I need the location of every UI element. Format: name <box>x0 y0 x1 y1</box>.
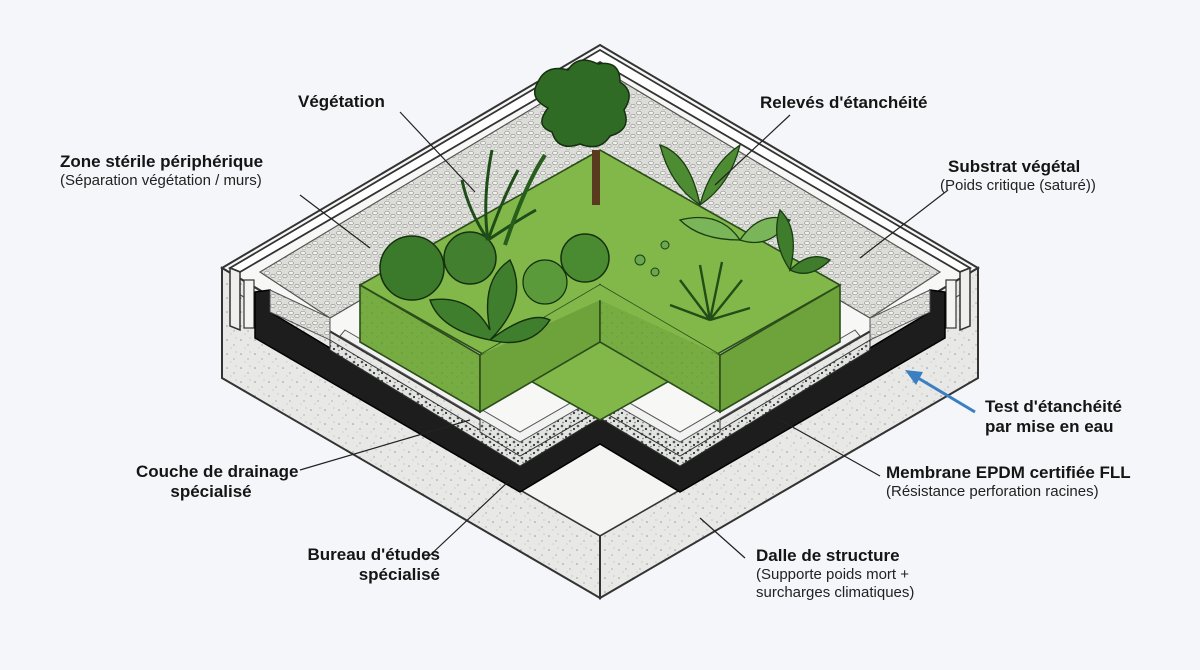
label-releves: Relevés d'étanchéité <box>760 93 928 113</box>
label-zone-sterile-subtitle: (Séparation végétation / murs) <box>60 172 262 190</box>
label-drainage-line2: spécialisé <box>170 482 252 502</box>
substrate-block <box>358 149 842 421</box>
label-drainage: Couche de drainage spécialisé <box>136 462 299 502</box>
label-membrane-title: Membrane EPDM certifiée FLL <box>886 463 1131 482</box>
leader-lines <box>299 111 949 561</box>
label-substrat: Substrat végétal (Poids critique (saturé… <box>940 157 1096 195</box>
label-vegetation-title: Végétation <box>298 92 385 111</box>
label-test-line1: Test d'étanchéité <box>985 397 1122 416</box>
label-bureau-line1: Bureau d'études <box>307 545 440 564</box>
label-substrat-subtitle: (Poids critique (saturé)) <box>940 177 1096 195</box>
label-dalle-subtitle1: (Supporte poids mort + <box>756 566 909 584</box>
label-dalle-subtitle2: surcharges climatiques) <box>756 583 915 601</box>
label-membrane: Membrane EPDM certifiée FLL (Résistance … <box>886 463 1131 501</box>
label-zone-sterile: Zone stérile périphérique (Séparation vé… <box>60 152 263 190</box>
label-test-line2: par mise en eau <box>985 417 1114 437</box>
label-zone-sterile-title: Zone stérile périphérique <box>60 152 264 171</box>
label-test: Test d'étanchéité par mise en eau <box>985 397 1122 437</box>
label-vegetation: Végétation <box>298 92 385 112</box>
label-drainage-line1: Couche de drainage <box>136 462 299 481</box>
label-dalle: Dalle de structure (Supporte poids mort … <box>756 546 914 601</box>
arrow-left-icon <box>905 370 976 414</box>
label-dalle-title: Dalle de structure <box>756 546 900 565</box>
label-bureau: Bureau d'études spécialisé <box>290 545 440 585</box>
parapet-walls <box>227 48 973 332</box>
vegetation-plants <box>379 59 832 344</box>
label-membrane-subtitle: (Résistance perforation racines) <box>886 483 1099 501</box>
label-releves-title: Relevés d'étanchéité <box>760 93 928 112</box>
label-substrat-title: Substrat végétal <box>948 157 1081 176</box>
label-bureau-line2: spécialisé <box>358 565 440 585</box>
